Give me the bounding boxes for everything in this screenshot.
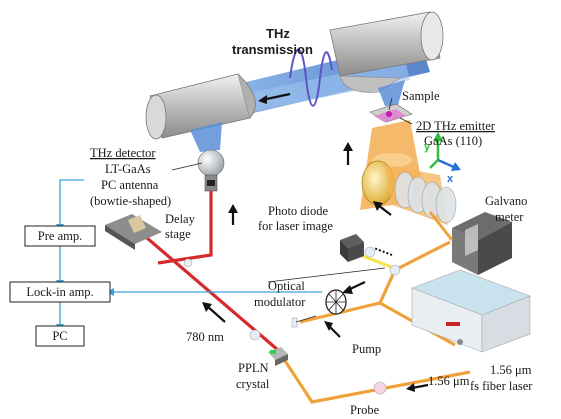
probe-label: Probe bbox=[350, 403, 380, 417]
galvano-label-1: Galvano bbox=[485, 194, 527, 208]
beam-arrows bbox=[202, 201, 429, 392]
thz-beam-up bbox=[378, 80, 405, 106]
pc-box bbox=[35, 325, 85, 347]
optical-modulator bbox=[325, 289, 347, 315]
axis-y-label: y bbox=[424, 141, 431, 153]
delay-label-2: stage bbox=[165, 227, 191, 241]
thz-wave bbox=[289, 48, 333, 107]
emitter-label-2: GaAs (110) bbox=[424, 134, 482, 148]
emitter-label-1: 2D THz emitter bbox=[416, 119, 496, 133]
galvano-label-2: meter bbox=[495, 210, 524, 224]
wl-780-label: 780 nm bbox=[186, 330, 224, 344]
modulator-label-1: Optical bbox=[268, 279, 305, 293]
axis-x-label: x bbox=[447, 173, 454, 185]
axis-indicator: y x bbox=[424, 132, 461, 185]
thz-beam-down bbox=[190, 122, 222, 152]
red-beam-detector bbox=[157, 191, 213, 265]
photo-diode bbox=[340, 234, 364, 262]
laser-label-2: fs fiber laser bbox=[470, 379, 533, 393]
signal-lines bbox=[59, 179, 322, 326]
detector-label-1: THz detector bbox=[90, 146, 156, 160]
detector-label-3: PC antenna bbox=[101, 178, 159, 192]
lockin-amp-label: Lock-in amp. bbox=[26, 285, 93, 299]
right-parabolic-mirror bbox=[329, 11, 444, 93]
delay-stage bbox=[105, 214, 162, 250]
left-parabolic-mirror bbox=[145, 73, 256, 140]
ppln-label-2: crystal bbox=[236, 377, 270, 391]
thz-transmission-label-2: transmission bbox=[232, 42, 313, 57]
galvano-meter bbox=[452, 212, 512, 275]
yellow-beam bbox=[359, 253, 395, 270]
orange-probe-path bbox=[276, 349, 471, 404]
photodiode-label-2: for laser image bbox=[258, 219, 333, 233]
ppln-label-1: PPLN bbox=[238, 361, 269, 375]
fiber-laser bbox=[411, 269, 531, 353]
pump-label: Pump bbox=[352, 342, 381, 356]
sample-label: Sample bbox=[402, 89, 440, 103]
pre-amp-box bbox=[24, 225, 96, 247]
leader-lines bbox=[171, 97, 413, 323]
sample-dot bbox=[386, 111, 392, 117]
pc-label: PC bbox=[52, 329, 67, 343]
laser-label-1: 1.56 μm bbox=[490, 363, 532, 377]
detector-label-4: (bowtie-shaped) bbox=[90, 194, 171, 208]
sample-stage bbox=[369, 103, 413, 123]
thz-transmission-label-1: THz bbox=[266, 26, 290, 41]
scan-lens bbox=[361, 160, 457, 225]
thz-beam-inner bbox=[215, 60, 410, 118]
detector-label-2: LT-GaAs bbox=[105, 162, 151, 176]
photodiode-label-1: Photo diode bbox=[268, 204, 329, 218]
thz-detector bbox=[197, 149, 225, 192]
delay-label-1: Delay bbox=[165, 212, 196, 226]
lockin-amp-box bbox=[9, 281, 111, 303]
thz-transmission-path bbox=[145, 11, 444, 152]
wl-156-label: 1.56 μm bbox=[428, 374, 470, 388]
modulator-label-2: modulator bbox=[254, 295, 306, 309]
ppln-crystal bbox=[268, 347, 288, 366]
pre-amp-label: Pre amp. bbox=[38, 229, 82, 243]
